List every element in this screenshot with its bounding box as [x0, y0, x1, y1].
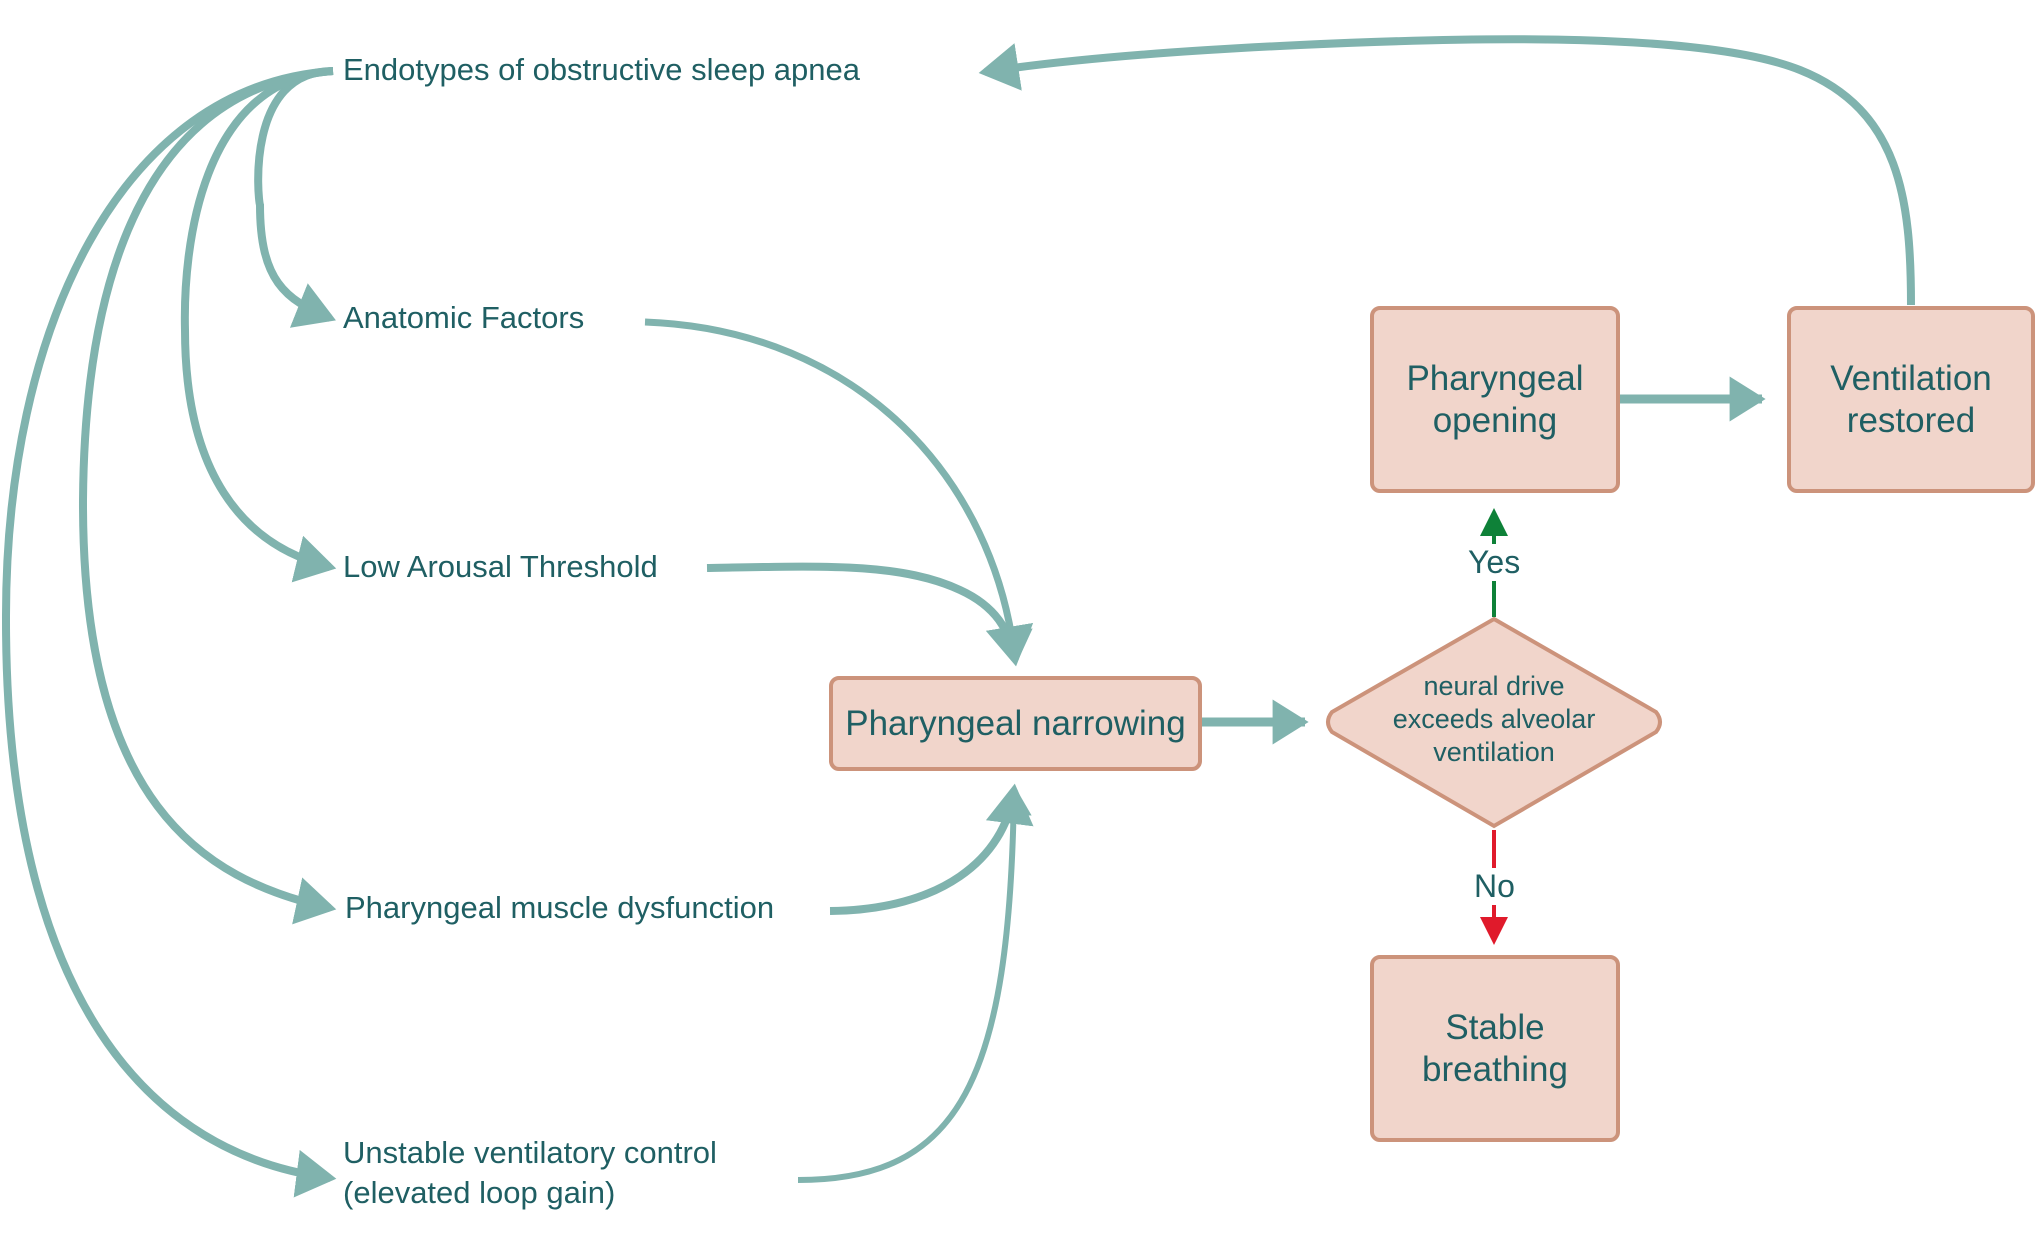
edge-label-no: No [1472, 868, 1517, 905]
decision-line1: neural drive [1423, 671, 1565, 701]
edge-label-yes: Yes [1466, 544, 1523, 581]
node-pharyngeal-opening-line2: opening [1432, 400, 1558, 440]
node-ventilation-restored: Ventilation restored [1787, 306, 2035, 493]
node-ventilation-restored-line2: restored [1846, 400, 1976, 440]
node-pharyngeal-opening: Pharyngeal opening [1370, 306, 1620, 493]
endotype-label-muscle: Pharyngeal muscle dysfunction [345, 890, 775, 925]
endotype-label-loop-gain: Unstable ventilatory control (elevated l… [343, 1133, 717, 1213]
decision-line2: exceeds alveolar [1392, 704, 1596, 734]
node-ventilation-restored-line1: Ventilation [1830, 358, 1992, 398]
node-pharyngeal-narrowing-label: Pharyngeal narrowing [845, 703, 1186, 743]
node-pharyngeal-narrowing: Pharyngeal narrowing [829, 676, 1202, 771]
node-pharyngeal-opening-line1: Pharyngeal [1406, 358, 1584, 398]
endotype-label-loop-gain-line2: (elevated loop gain) [343, 1175, 616, 1210]
node-stable-breathing-line2: breathing [1422, 1049, 1568, 1089]
endotype-label-loop-gain-line1: Unstable ventilatory control [343, 1135, 717, 1170]
connector-root-to-arousal [180, 67, 337, 583]
connector-root-to-loop-gain [1, 67, 337, 1198]
decision-line3: ventilation [1433, 737, 1555, 767]
node-stable-breathing-line1: Stable [1445, 1007, 1545, 1047]
endotype-label-anatomic: Anatomic Factors [343, 300, 585, 335]
connector-root-to-muscle [78, 67, 337, 925]
root-label-endotypes: Endotypes of obstructive sleep apnea [343, 52, 861, 87]
node-stable-breathing: Stable breathing [1370, 955, 1620, 1142]
decision-diamond [1326, 616, 1662, 829]
endotype-label-arousal: Low Arousal Threshold [343, 549, 658, 584]
connector-root-to-anatomic [254, 67, 336, 328]
decision-label: neural drive exceeds alveolar ventilatio… [1364, 670, 1624, 769]
connector-muscle-to-narrowing [829, 783, 1034, 915]
connector-restored-to-root [978, 35, 1915, 306]
connector-anatomic-to-narrowing [644, 318, 1033, 666]
connector-arousal-to-narrowing [706, 562, 1034, 667]
connector-loop-gain-to-narrowing [797, 785, 1032, 1183]
